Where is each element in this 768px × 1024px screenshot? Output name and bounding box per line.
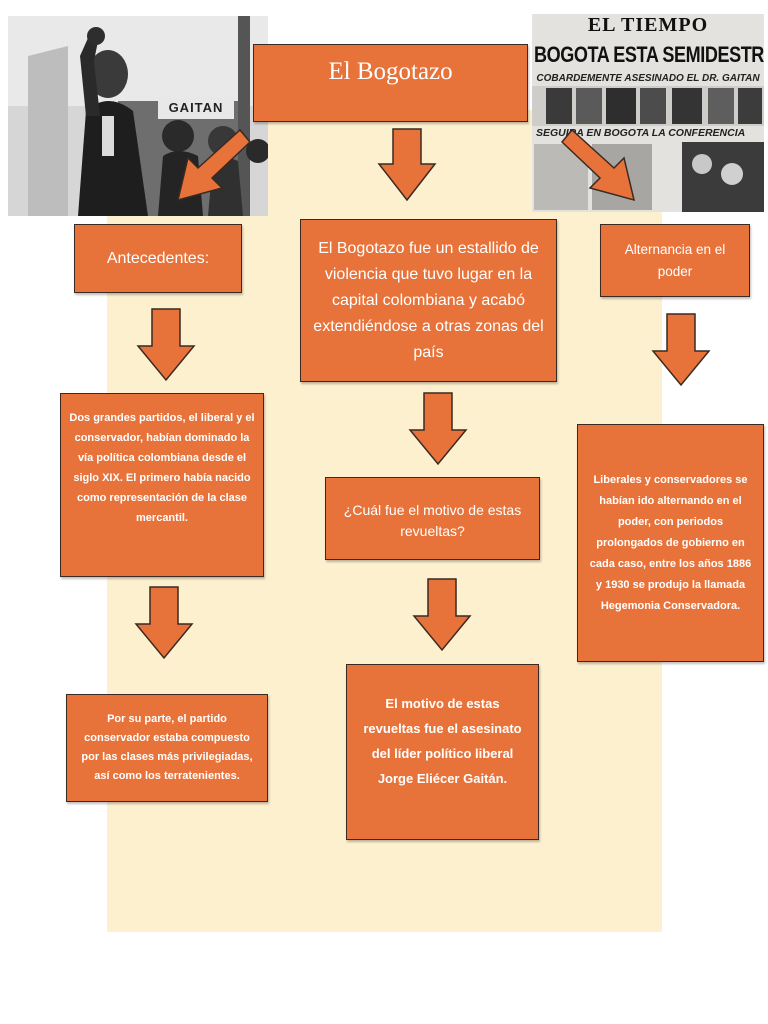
arrow-down-icon [377,128,437,202]
newspaper-subheadline: COBARDEMENTE ASESINADO EL DR. GAITAN [536,73,760,84]
alternancia-label: Alternancia en el poder [624,241,726,279]
motivo-box: El motivo de estas revueltas fue el ases… [346,664,539,840]
arrow-diagonal-left-icon [176,128,252,202]
conservador-text: Por su parte, el partido conservador est… [81,713,253,782]
conservador-box: Por su parte, el partido conservador est… [66,694,268,802]
definition-box: El Bogotazo fue un estallido de violenci… [300,219,557,382]
partidos-box: Dos grandes partidos, el liberal y el co… [60,393,264,577]
newspaper-subheadline-2: SEGUIRA EN BOGOTA LA CONFERENCIA [536,127,746,139]
arrow-down-icon [412,578,472,652]
arrow-down-icon [134,586,194,660]
newspaper-headline: BOGOTA ESTA SEMIDESTRUIDA [534,42,764,67]
arrow-down-icon [136,308,196,382]
page-title: El Bogotazo [328,58,453,85]
el-tiempo-newspaper-photo: EL TIEMPO BOGOTA ESTA SEMIDESTRUIDA COBA… [532,14,764,212]
gaitan-sign-text: GAITAN [158,97,234,119]
alternancia-box: Alternancia en el poder [600,224,750,297]
title-box: El Bogotazo [253,44,528,122]
antecedentes-box: Antecedentes: [74,224,242,293]
definition-text: El Bogotazo fue un estallido de violenci… [313,239,544,361]
arrow-diagonal-right-icon [560,128,636,202]
partidos-text: Dos grandes partidos, el liberal y el co… [69,412,255,524]
newspaper-masthead: EL TIEMPO [587,14,709,36]
gaitan-speech-photo: GAITAN [8,16,268,216]
arrow-down-icon [408,392,468,466]
question-box: ¿Cuál fue el motivo de estas revueltas? [325,477,540,560]
alternancia-detail-text: Liberales y conservadores se habían ido … [589,473,752,612]
arrow-down-icon [651,313,711,387]
alternancia-detail-box: Liberales y conservadores se habían ido … [577,424,764,662]
antecedentes-label: Antecedentes: [106,249,210,267]
motivo-text: El motivo de estas revueltas fue el ases… [363,696,522,786]
question-text: ¿Cuál fue el motivo de estas revueltas? [343,502,522,539]
